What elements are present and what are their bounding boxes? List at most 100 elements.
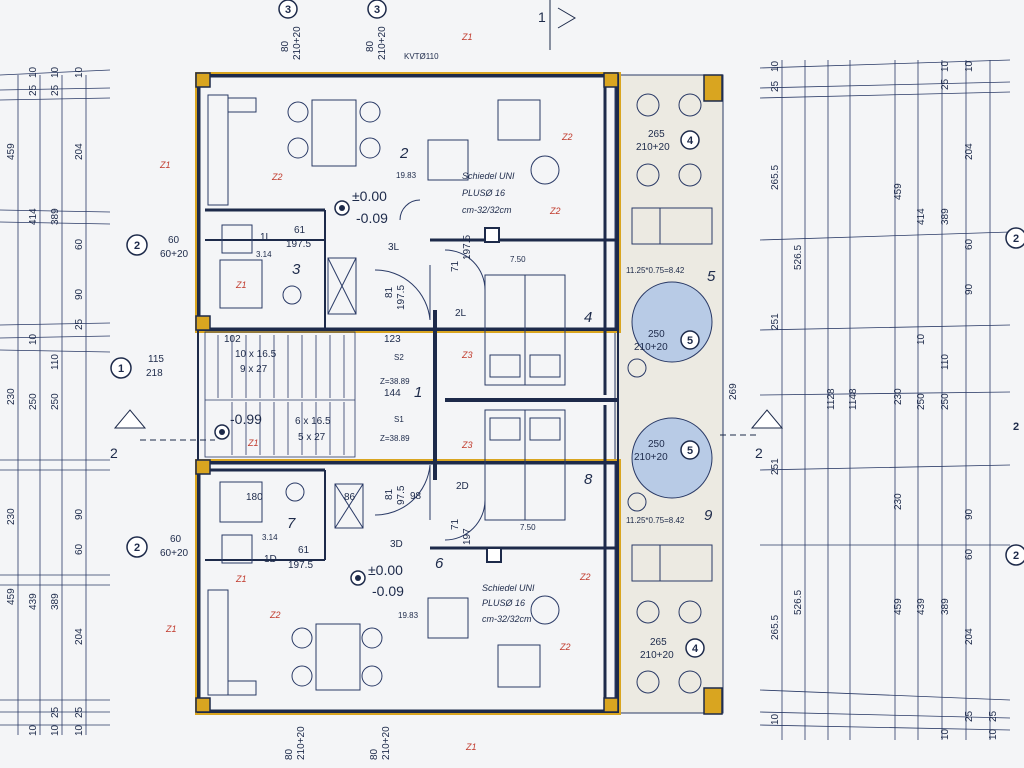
chimney-symbols: [484, 227, 502, 563]
note-1983a: 19.83: [396, 171, 417, 180]
red-mark-4: Z1: [235, 280, 247, 290]
door-3d: 3D: [390, 539, 403, 550]
dining-table-top: [287, 99, 381, 167]
red-mark-2: Z1: [159, 160, 171, 170]
corner-pillars: [195, 72, 723, 715]
note-81b: 81: [384, 488, 395, 500]
dim-left-s7: 10: [50, 724, 61, 736]
red-mark-3: Z2: [271, 172, 283, 182]
stair-note-b: 9 x 27: [240, 364, 268, 375]
dim-left-s3: 10: [50, 66, 61, 78]
note-61b: 61: [298, 545, 310, 556]
dim-right-12: 459: [893, 598, 904, 615]
dim-right-s9: 10: [988, 728, 999, 740]
level-mid: -0.99: [230, 411, 262, 427]
level-bot-zero: ±0.00: [368, 562, 403, 578]
note-61a: 61: [294, 225, 306, 236]
dim-left-4: 459: [6, 588, 17, 605]
dim-right-3: 251: [770, 313, 781, 330]
dim-left-12: 389: [50, 593, 61, 610]
side-marker-left-2b: 2: [134, 542, 140, 554]
side-marker-right-2b: 2: [1013, 421, 1019, 433]
stair-note-d: 5 x 27: [298, 432, 326, 443]
room-2: 2: [399, 145, 409, 162]
dim-right-23: 90: [964, 283, 975, 295]
window-2a-width: 60: [168, 235, 180, 246]
dim-right-s6: 10: [770, 713, 781, 725]
note-81a: 81: [384, 286, 395, 298]
dim-left-9: 389: [50, 208, 61, 225]
dim-right-4: 251: [770, 458, 781, 475]
dim-right-s3: 10: [940, 60, 951, 72]
window-1-height: 218: [146, 368, 163, 379]
red-mark-13: Z2: [579, 572, 591, 582]
top-window-2-a: 80: [365, 40, 376, 52]
terrace-strip: [614, 74, 724, 714]
dining-table-bottom: [291, 623, 383, 691]
room-4: 4: [584, 309, 592, 326]
chimney-bot-plus: PLUSØ 16: [482, 598, 525, 608]
note-71b: 71: [450, 518, 461, 530]
room-9: 9: [704, 507, 713, 524]
room-3: 3: [292, 261, 301, 278]
section-line: [113, 0, 784, 441]
dim-left-s1: 10: [28, 66, 39, 78]
dim-left-s4: 25: [50, 84, 61, 96]
top-marker-3a: 3: [285, 4, 291, 16]
dim-right-s5: 10: [964, 60, 975, 72]
left-dimension-lines: [0, 69, 111, 735]
dim-right-25: 60: [964, 548, 975, 560]
stair-z-a: Z=38.89: [380, 377, 410, 386]
kv-label: KVTØ110: [404, 52, 439, 61]
dim-left-s6: 10: [28, 724, 39, 736]
dim-left-14: 60: [74, 238, 85, 250]
dim-right-21: 204: [964, 143, 975, 160]
bottom-window-2-b: 210+20: [381, 726, 392, 760]
dim-left-2: 230: [6, 388, 17, 405]
window-2b-height: 60+20: [160, 548, 189, 559]
stairs: [204, 331, 356, 458]
dim-right-7: 1128: [826, 388, 837, 410]
kitchen-counters: [207, 94, 257, 696]
window-4a-width: 265: [648, 129, 665, 140]
living-furniture: [427, 99, 560, 688]
window-4a-height: 210+20: [636, 142, 670, 153]
door-2d: 2D: [456, 481, 469, 492]
note-1975f: 197: [462, 528, 473, 545]
dim-right-s7: 10: [940, 728, 951, 740]
note-144: 144: [384, 388, 401, 399]
note-102: 102: [224, 334, 241, 345]
red-mark-11: Z2: [269, 610, 281, 620]
dim-left-s5: 10: [74, 66, 85, 78]
red-mark-12: Z1: [235, 574, 247, 584]
dim-right-6: 265.5: [770, 615, 781, 640]
note-750a: 7.50: [510, 255, 526, 264]
dim-left-18: 60: [74, 543, 85, 555]
window-4a-number: 4: [687, 135, 694, 147]
section-mark-left: 2: [110, 445, 118, 461]
door-2l: 2L: [455, 308, 467, 319]
dim-left-8: 439: [28, 593, 39, 610]
window-2a-height: 60+20: [160, 249, 189, 260]
dim-right-22: 60: [964, 238, 975, 250]
dim-right-s1: 10: [770, 60, 781, 72]
dim-right-11: 230: [893, 493, 904, 510]
red-mark-6: Z2: [561, 132, 573, 142]
stair-s2: S2: [394, 353, 404, 362]
dim-right-14: 10: [916, 333, 927, 345]
dim-right-s2: 25: [770, 80, 781, 92]
building-walls: [195, 72, 621, 715]
door-1l: 1L: [260, 232, 272, 243]
window-4b-number: 4: [692, 643, 699, 655]
red-mark-10: Z1: [165, 624, 177, 634]
red-mark-8: Z3: [461, 440, 473, 450]
section-mark-top: 1: [538, 9, 546, 25]
chimney-top-plus: PLUSØ 16: [462, 188, 505, 198]
stair-note-c: 6 x 16.5: [295, 416, 331, 427]
level-top-zero: ±0.00: [352, 188, 387, 204]
dim-right-24: 90: [964, 508, 975, 520]
level-top-minus: -0.09: [356, 210, 388, 226]
door-1d: 1D: [264, 554, 277, 565]
section-mark-right: 2: [755, 445, 763, 461]
